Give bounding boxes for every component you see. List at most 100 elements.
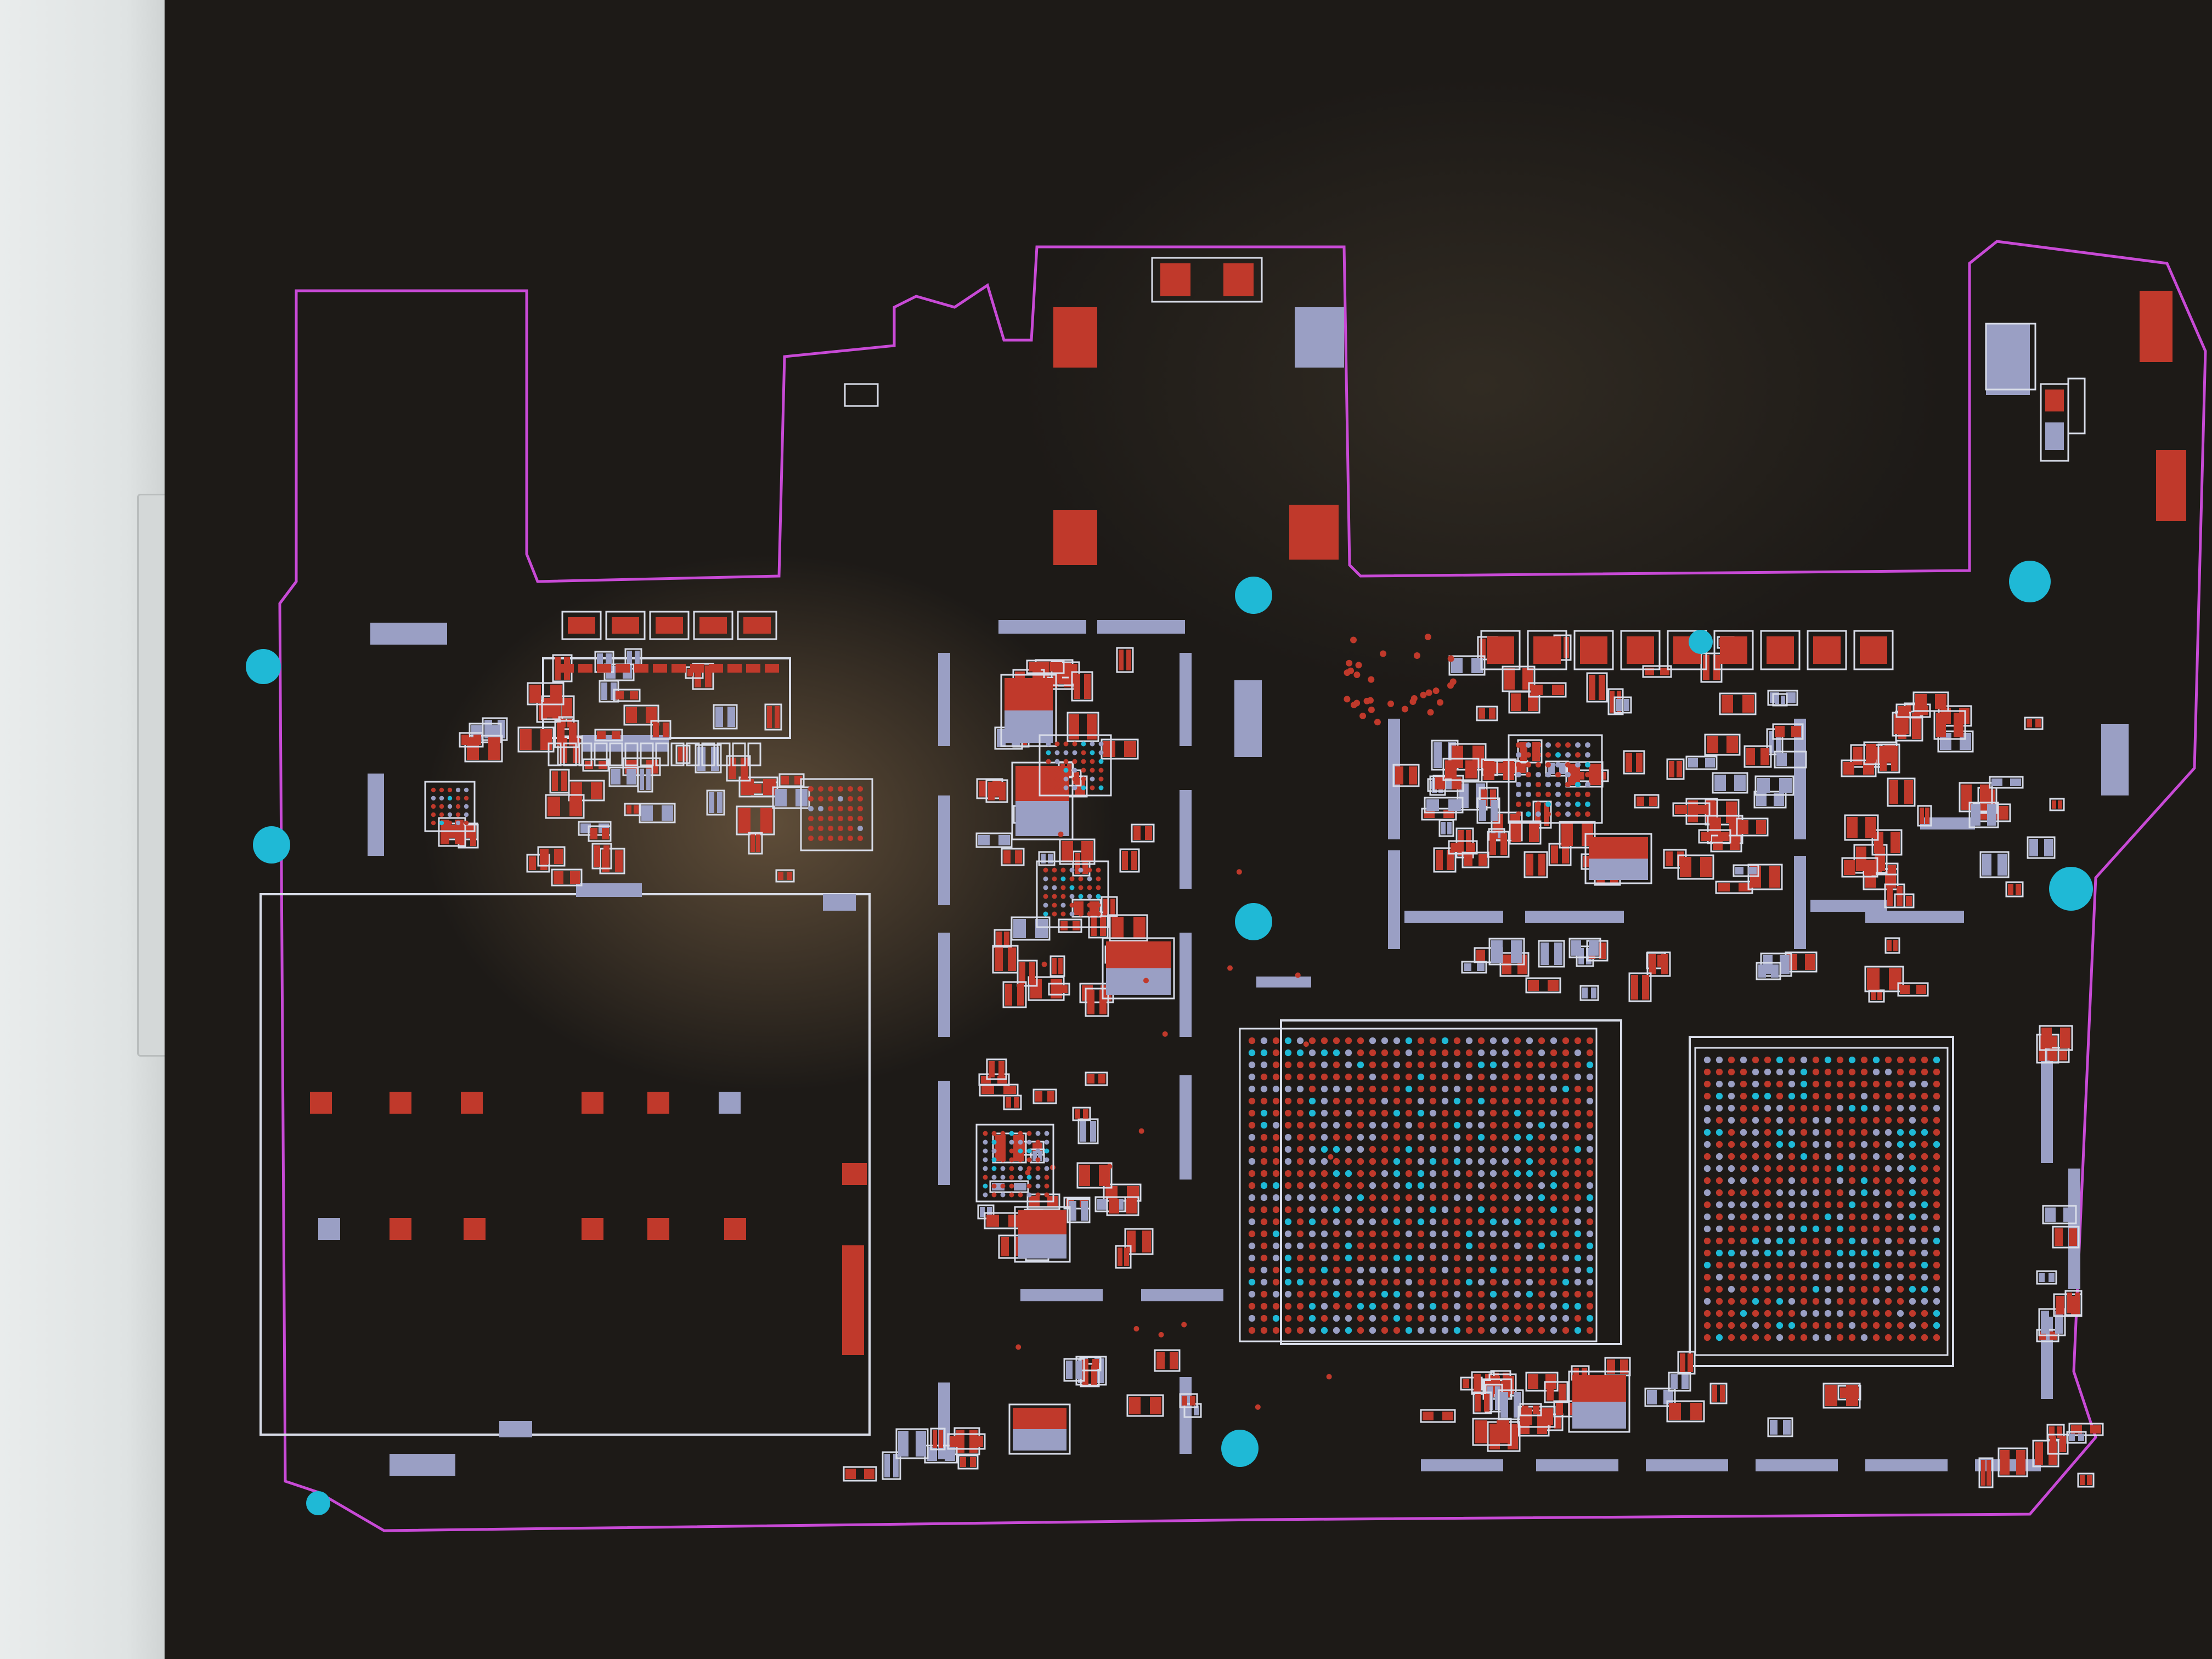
bga-ball [1538, 1182, 1545, 1189]
bga-ball [1716, 1213, 1723, 1221]
bga-ball [1788, 1285, 1796, 1293]
bga-ball [1909, 1297, 1916, 1305]
bga-ball [431, 820, 436, 826]
component-outline [1623, 750, 1645, 775]
bga-ball [1069, 902, 1075, 908]
pad [1491, 940, 1503, 963]
bga-ball [1921, 1237, 1928, 1245]
bga-ball [1345, 1327, 1352, 1334]
bga-ball [1054, 776, 1060, 782]
pad [1047, 1091, 1054, 1102]
pad [1092, 1359, 1099, 1369]
bga-ball [1441, 1061, 1449, 1069]
bga-ball [1824, 1201, 1832, 1209]
pad-bar [938, 1081, 950, 1185]
bga-ball [1860, 1141, 1868, 1148]
bga-ball [1321, 1230, 1328, 1238]
bga-ball [1405, 1073, 1413, 1081]
bga-ball [1776, 1273, 1784, 1281]
test-point [1368, 676, 1375, 683]
component-outline [1472, 1391, 1492, 1414]
bga-ball [1441, 1242, 1449, 1250]
bga-ball [1897, 1322, 1904, 1329]
bga-ball [1909, 1080, 1916, 1088]
bga-ball [1248, 1133, 1256, 1141]
pad [1889, 780, 1898, 804]
bga-ball [1764, 1285, 1771, 1293]
pad [1770, 1420, 1778, 1435]
bga-ball [1417, 1061, 1425, 1069]
pad [1106, 941, 1171, 968]
bga-ball [1465, 1097, 1473, 1105]
bga-ball [817, 805, 824, 812]
bga-ball [1716, 1056, 1723, 1064]
pad-bar [1920, 817, 1975, 830]
pin-pad [686, 742, 700, 766]
bga-ball [991, 1183, 997, 1189]
component-outline [1584, 833, 1652, 884]
bga-ball [1526, 1158, 1533, 1165]
bga-ball [1272, 1266, 1280, 1274]
bga-ball [1752, 1237, 1759, 1245]
test-point [1058, 831, 1064, 837]
bga-ball [1381, 1182, 1389, 1189]
bga-ball [1502, 1170, 1509, 1177]
component-outline [1979, 851, 2010, 878]
component-outline [1704, 733, 1741, 756]
bga-ball [1584, 781, 1591, 788]
bga-ball [1477, 1182, 1485, 1189]
pad [1066, 1361, 1073, 1379]
bga-ball [1860, 1092, 1868, 1100]
bga-ball [1860, 1189, 1868, 1197]
component-outline [568, 780, 605, 802]
bga-ball [1514, 1194, 1521, 1201]
bga-ball [1728, 1080, 1735, 1088]
pad [1048, 854, 1053, 864]
bga-ball [1574, 1121, 1582, 1129]
bga-ball [1260, 1133, 1268, 1141]
bga-ball [1514, 1266, 1521, 1274]
bga-ball [1098, 776, 1104, 782]
bga-ball [1284, 1230, 1292, 1238]
pad [1889, 968, 1901, 990]
pad [1099, 1165, 1110, 1186]
pad [640, 769, 644, 790]
bga-ball [1872, 1310, 1880, 1317]
bga-ball [1800, 1153, 1808, 1160]
bga-ball [1884, 1285, 1892, 1293]
bga-ball [1872, 1285, 1880, 1293]
bga-ball [1296, 1206, 1304, 1214]
bga-ball [1800, 1201, 1808, 1209]
pcb-viewer-canvas[interactable] [165, 0, 2212, 1659]
pad [1533, 1406, 1539, 1414]
bga-ball [1009, 1157, 1014, 1163]
bga-ball [1812, 1322, 1820, 1329]
component-outline [2005, 881, 2024, 898]
bga-ball [1357, 1206, 1364, 1214]
bga-ball [1586, 1182, 1594, 1189]
pin-pad [670, 742, 685, 766]
bga-ball [1728, 1322, 1735, 1329]
bga-ball [1308, 1121, 1316, 1129]
bga-ball [983, 1148, 988, 1154]
pad [2035, 1442, 2043, 1465]
bga-ball [1405, 1194, 1413, 1201]
bga-ball [1884, 1068, 1892, 1076]
pcb-board-layout[interactable] [165, 0, 2212, 1659]
pad [1491, 800, 1498, 821]
bga-ball [1345, 1302, 1352, 1310]
bga-ball [1284, 1254, 1292, 1262]
bga-ball [455, 804, 461, 809]
bga-ball [1776, 1056, 1784, 1064]
bga-ball [1525, 811, 1532, 817]
pad [1572, 1375, 1626, 1402]
bga-ball [1333, 1170, 1340, 1177]
bga-ball [1535, 752, 1542, 758]
pad [1083, 1109, 1088, 1119]
pad [1098, 1074, 1105, 1084]
bga-ball [1308, 1146, 1316, 1153]
bga-ball [1788, 1080, 1796, 1088]
bga-ball [1872, 1128, 1880, 1136]
pad [602, 828, 609, 839]
bga-ball [1897, 1141, 1904, 1148]
